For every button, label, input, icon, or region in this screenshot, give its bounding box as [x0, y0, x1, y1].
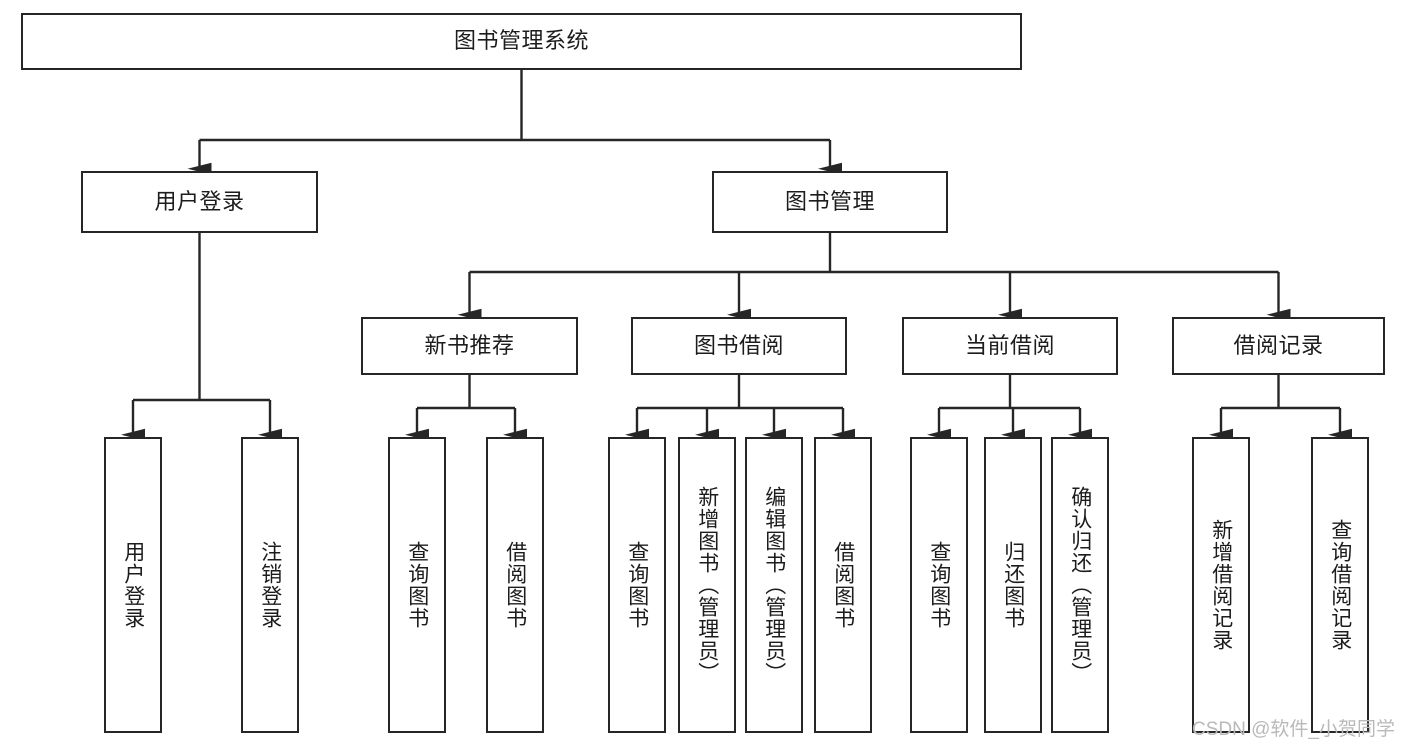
- node-leaf-logout[interactable]: 注销登录: [241, 437, 299, 733]
- node-leaf-user-login-label: 用户登录: [121, 541, 145, 629]
- node-user-login[interactable]: 用户登录: [81, 171, 318, 233]
- node-new-book-recommend-label: 新书推荐: [424, 332, 515, 358]
- node-root[interactable]: 图书管理系统: [21, 13, 1022, 70]
- watermark-label: CSDN @软件_小贺同学: [1192, 719, 1395, 740]
- node-leaf-borrow-book-1[interactable]: 借阅图书: [486, 437, 544, 733]
- node-book-borrow[interactable]: 图书借阅: [631, 317, 847, 375]
- node-new-book-recommend[interactable]: 新书推荐: [361, 317, 578, 375]
- node-book-borrow-label: 图书借阅: [693, 332, 784, 358]
- node-leaf-query-book-2-label: 查询图书: [625, 541, 649, 629]
- node-leaf-borrow-book-2-label: 借阅图书: [831, 541, 855, 629]
- node-leaf-logout-label: 注销登录: [258, 541, 282, 629]
- node-leaf-query-record[interactable]: 查询借阅记录: [1311, 437, 1369, 733]
- node-current-borrow[interactable]: 当前借阅: [902, 317, 1118, 375]
- node-leaf-add-book-label: 新增图书（管理员）: [695, 486, 719, 684]
- node-leaf-return-book-label: 归还图书: [1001, 541, 1025, 629]
- node-book-management[interactable]: 图书管理: [712, 171, 948, 233]
- node-leaf-borrow-book-2[interactable]: 借阅图书: [814, 437, 872, 733]
- node-borrow-record-label: 借阅记录: [1233, 332, 1324, 358]
- node-leaf-query-record-label: 查询借阅记录: [1328, 519, 1352, 651]
- node-current-borrow-label: 当前借阅: [964, 332, 1055, 358]
- node-leaf-add-record-label: 新增借阅记录: [1209, 519, 1233, 651]
- node-borrow-record[interactable]: 借阅记录: [1172, 317, 1385, 375]
- node-leaf-query-book-1[interactable]: 查询图书: [388, 437, 446, 733]
- node-leaf-query-book-2[interactable]: 查询图书: [608, 437, 666, 733]
- node-leaf-query-book-3-label: 查询图书: [927, 541, 951, 629]
- node-leaf-user-login[interactable]: 用户登录: [104, 437, 162, 733]
- node-book-management-label: 图书管理: [784, 188, 875, 214]
- node-leaf-edit-book[interactable]: 编辑图书（管理员）: [745, 437, 803, 733]
- node-leaf-confirm-return[interactable]: 确认归还（管理员）: [1051, 437, 1109, 733]
- node-leaf-query-book-3[interactable]: 查询图书: [910, 437, 968, 733]
- node-leaf-add-record[interactable]: 新增借阅记录: [1192, 437, 1250, 733]
- node-leaf-borrow-book-1-label: 借阅图书: [503, 541, 527, 629]
- node-leaf-return-book[interactable]: 归还图书: [984, 437, 1042, 733]
- node-user-login-label: 用户登录: [154, 188, 245, 214]
- node-root-label: 图书管理系统: [453, 28, 589, 54]
- node-leaf-query-book-1-label: 查询图书: [405, 541, 429, 629]
- node-leaf-confirm-return-label: 确认归还（管理员）: [1068, 486, 1092, 684]
- node-leaf-add-book[interactable]: 新增图书（管理员）: [678, 437, 736, 733]
- node-leaf-edit-book-label: 编辑图书（管理员）: [762, 486, 786, 684]
